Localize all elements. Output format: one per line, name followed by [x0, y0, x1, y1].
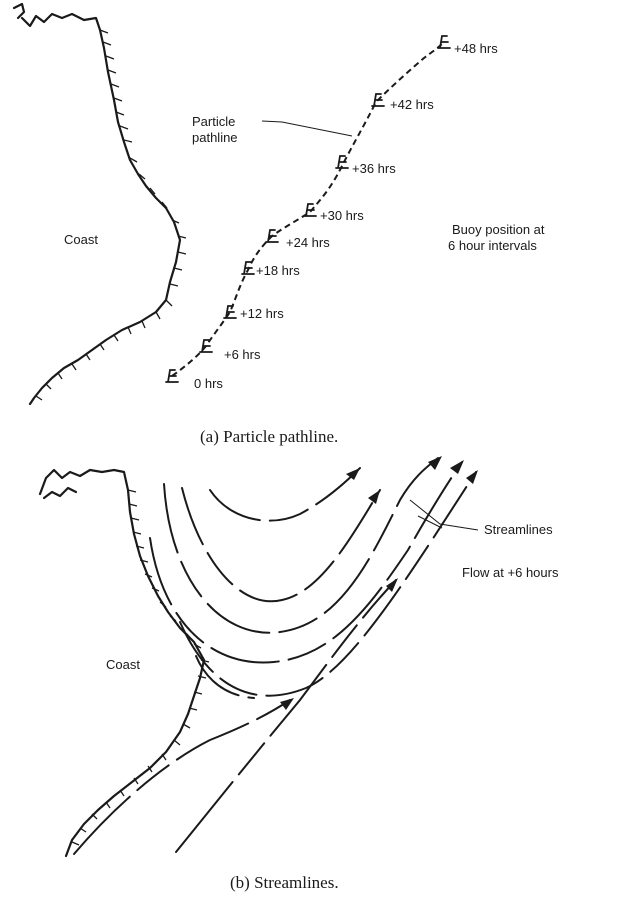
buoy-label-4: +24 hrs — [286, 235, 330, 250]
buoy-label-7: +42 hrs — [390, 97, 434, 112]
buoy-marker-5 — [303, 203, 317, 217]
arrowhead-1 — [346, 468, 360, 480]
buoy-label-6: +36 hrs — [352, 161, 396, 176]
coast-label-b: Coast — [106, 657, 140, 672]
streamline-6 — [195, 655, 255, 699]
panel-b: Coast Streamlines Flow at +6 hours — [38, 456, 559, 892]
streamline-8 — [175, 579, 397, 853]
streamline-3 — [163, 457, 439, 634]
buoy-label-3: +18 hrs — [256, 263, 300, 278]
coastline-b — [38, 468, 210, 858]
buoy-label-2: +12 hrs — [240, 306, 284, 321]
arrowhead-7 — [386, 578, 398, 592]
streamline-2 — [181, 487, 381, 603]
buoy-marker-6 — [335, 155, 349, 169]
particle-pathline — [171, 41, 445, 377]
buoy-label-8: +48 hrs — [454, 41, 498, 56]
streamline-7 — [73, 699, 291, 855]
caption-b: (b) Streamlines. — [230, 873, 339, 892]
arrowhead-4 — [450, 460, 464, 474]
buoy-marker-8 — [437, 35, 451, 49]
buoy-label-5: +30 hrs — [320, 208, 364, 223]
streamlines-leaders — [409, 499, 479, 531]
buoy-marker-3 — [241, 261, 255, 275]
buoy-note-line1: Buoy position at — [452, 222, 545, 237]
arrowhead-2 — [368, 490, 380, 504]
buoy-note-line2: 6 hour intervals — [448, 238, 537, 253]
buoy-marker-7 — [371, 93, 385, 107]
streamlines — [73, 457, 477, 855]
buoy-labels: 0 hrs +6 hrs +12 hrs +18 hrs +24 hrs +30… — [194, 41, 498, 391]
pathline-label-line2: pathline — [192, 130, 238, 145]
arrowhead-5 — [466, 470, 478, 484]
buoy-marker-4 — [265, 229, 279, 243]
panel-a: Coast Particle pathline 0 hrs +6 hrs +12… — [12, 2, 545, 446]
buoy-marker-0 — [165, 369, 179, 383]
buoy-label-1: +6 hrs — [224, 347, 261, 362]
streamline-1 — [209, 467, 361, 522]
buoy-markers — [165, 35, 451, 383]
buoy-marker-2 — [223, 305, 237, 319]
caption-a: (a) Particle pathline. — [200, 427, 338, 446]
pathline-label-line1: Particle — [192, 114, 235, 129]
arrowhead-6 — [280, 698, 294, 710]
streamline-4 — [149, 461, 463, 664]
arrowhead-3 — [428, 456, 442, 470]
buoy-label-0: 0 hrs — [194, 376, 223, 391]
streamlines-label: Streamlines — [484, 522, 553, 537]
buoy-marker-1 — [199, 339, 213, 353]
coast-hatching-b — [71, 489, 210, 846]
coastline-a — [12, 2, 187, 406]
pathline-leader — [261, 120, 353, 137]
coast-label-a: Coast — [64, 232, 98, 247]
coast-hatching-a — [35, 29, 187, 401]
flow-arrowheads — [280, 456, 478, 710]
flow-note: Flow at +6 hours — [462, 565, 559, 580]
